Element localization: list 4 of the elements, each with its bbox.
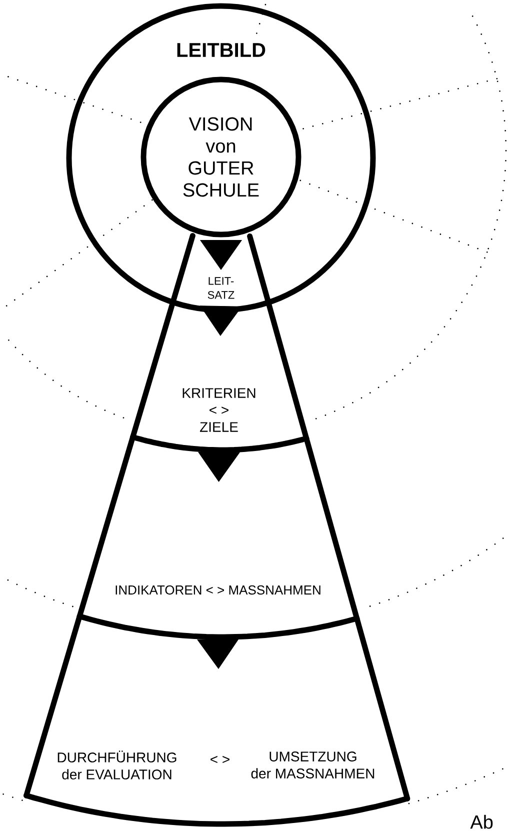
funnel-segment: INDIKATOREN < > MASSNAHMEN [76,434,360,640]
funnel-segment: KRITERIEN < > ZIELE [130,299,310,453]
caption-text: Ab [470,814,493,829]
funnel-segment: < > DURCHFÜHRUNG der EVALUATION UMSETZUNG der MASSNAHMEN [24,614,410,827]
